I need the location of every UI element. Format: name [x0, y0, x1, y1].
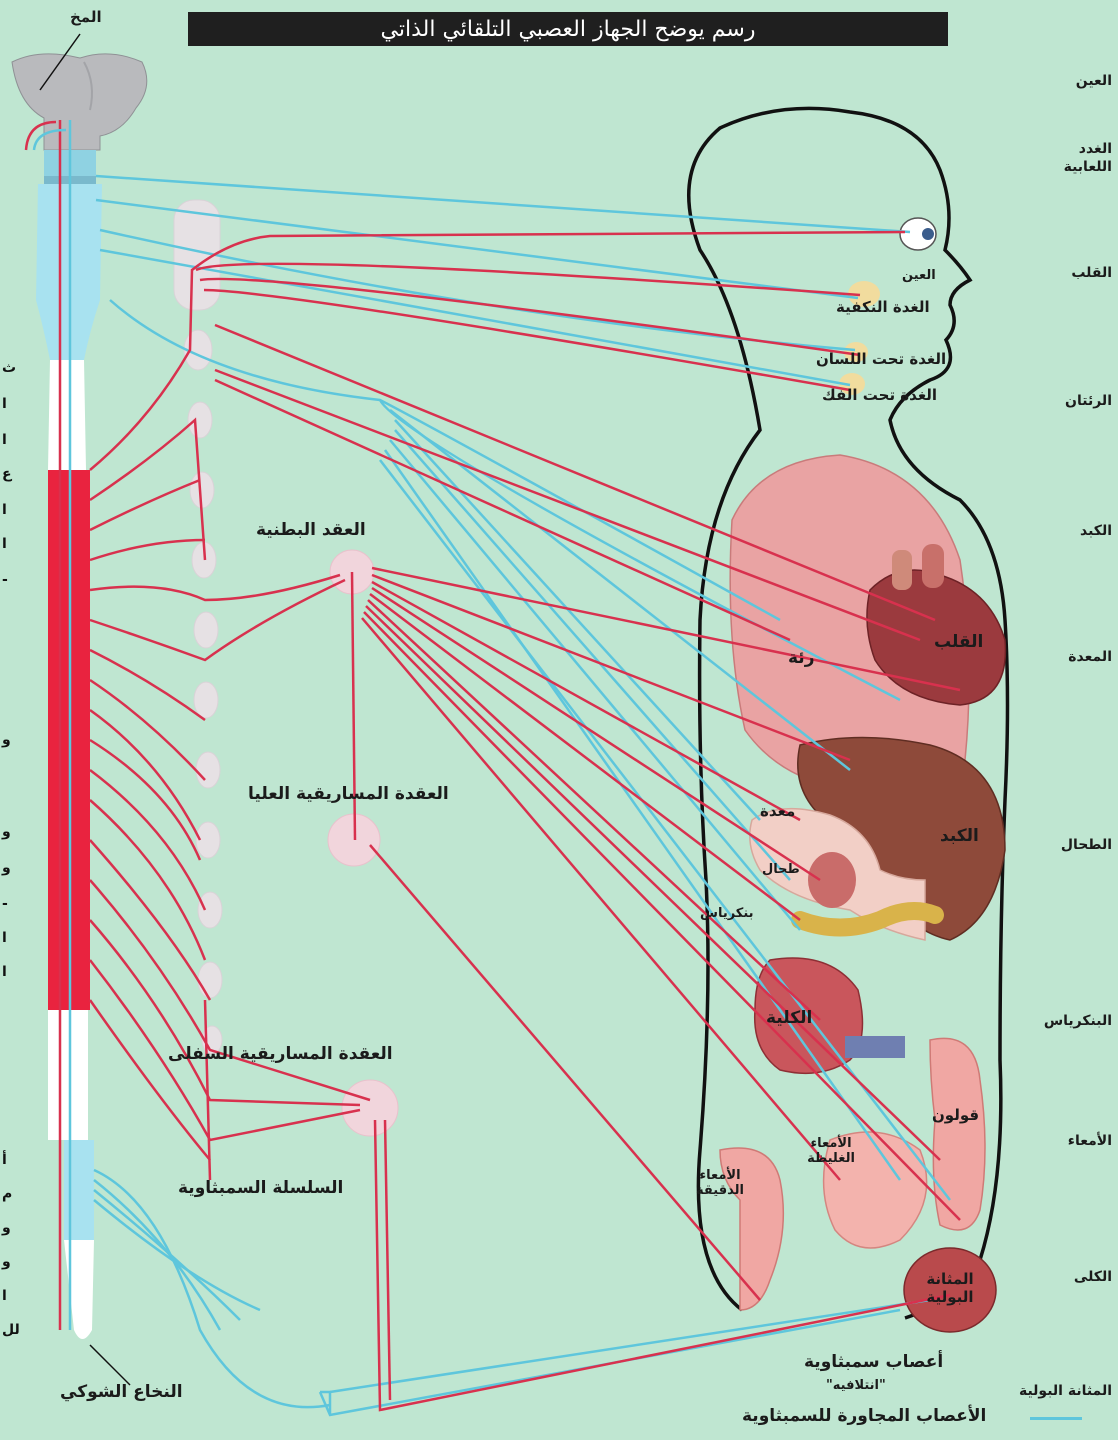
label-stomach: معدة	[760, 802, 795, 820]
label-sympathetic-chain: السلسلة السمبثاوية	[178, 1178, 343, 1198]
page-title: رسم يوضح الجهاز العصبي التلقائي الذاتي	[188, 12, 948, 46]
label-spinal-cord: النخاع الشوكي	[60, 1382, 183, 1402]
label-large-intestine: الأمعاء الغليظة	[796, 1136, 866, 1166]
edge-char: ا	[2, 1288, 7, 1304]
label-parotid: الغدة النكفية	[836, 298, 930, 316]
legend-sympathetic-sub: "انتلافيه"	[826, 1378, 886, 1393]
edge-char: و	[2, 824, 11, 840]
edge-char: -	[2, 572, 8, 588]
label-kidney: الكلية	[766, 1008, 812, 1028]
edge-char: ا	[2, 930, 7, 946]
label-eye: العين	[902, 268, 936, 283]
edge-char: لل	[2, 1322, 20, 1338]
brain-shape	[12, 54, 147, 150]
edge-char: و	[2, 732, 11, 748]
sidebar-item-eye: العين	[1032, 72, 1112, 90]
label-lung: رئة	[788, 648, 814, 668]
sidebar-item-stomach: المعدة	[1032, 648, 1112, 666]
sidebar-item-liver: الكبد	[1032, 522, 1112, 540]
label-spleen: طحال	[762, 862, 800, 877]
colon-shape	[930, 1038, 985, 1230]
eye-shape	[900, 218, 936, 250]
sidebar-item-kidneys: الكلى	[1032, 1268, 1112, 1286]
legend-parasympathetic: الأعصاب المجاورة للسمبثاوية	[742, 1406, 986, 1426]
label-inferior-mesenteric: العقدة المساريقية السفلى	[168, 1044, 393, 1064]
sidebar-item-intestines: الأمعاء	[1032, 1132, 1112, 1150]
legend-parasympathetic-swatch	[1030, 1417, 1082, 1420]
edge-char: ا	[2, 432, 7, 448]
label-pancreas: بنكرياس	[700, 906, 754, 921]
label-heart: القلب	[934, 632, 983, 652]
edge-char: ا	[2, 396, 7, 412]
legend-sympathetic: أعصاب سمبثاوية	[804, 1352, 943, 1372]
sidebar-item-heart: القلب	[1032, 264, 1112, 282]
label-sublingual: الغدة تحت اللسان	[816, 350, 946, 368]
label-small-intestine: الأمعاء الدقيقة	[692, 1168, 748, 1198]
label-colon: قولون	[932, 1106, 979, 1124]
sidebar-item-bladder: المثانة البولية	[1002, 1382, 1112, 1400]
label-submandibular: الغدة تحت الفك	[822, 386, 937, 404]
edge-char: -	[2, 896, 8, 912]
label-celiac-ganglion: العقد البطنية	[256, 520, 366, 540]
sympathetic-chain	[174, 200, 222, 1054]
sidebar-item-lungs: الرئتان	[1032, 392, 1112, 410]
edge-char: ث	[2, 360, 16, 376]
edge-char: أ	[2, 1152, 7, 1168]
edge-char: و	[2, 1254, 11, 1270]
edge-char: ع	[2, 466, 12, 482]
sidebar-item-pancreas: البنكرياس	[1032, 1012, 1112, 1030]
edge-char: ا	[2, 502, 7, 518]
spleen-shape	[808, 852, 856, 908]
spinal-column	[26, 120, 102, 1339]
edge-char: ا	[2, 964, 7, 980]
sidebar-item-salivary: الغدد اللعابية	[1032, 140, 1112, 176]
edge-char: م	[2, 1186, 12, 1202]
edge-char: و	[2, 1220, 11, 1236]
edge-char: ا	[2, 536, 7, 552]
label-superior-mesenteric: العقدة المساريقية العليا	[248, 784, 449, 804]
label-brain: المخ	[70, 8, 102, 26]
sidebar-item-spleen: الطحال	[1032, 836, 1112, 854]
label-bladder: المثانة البولية	[910, 1270, 990, 1306]
edge-char: و	[2, 860, 11, 876]
label-liver: الكبد	[940, 826, 979, 846]
